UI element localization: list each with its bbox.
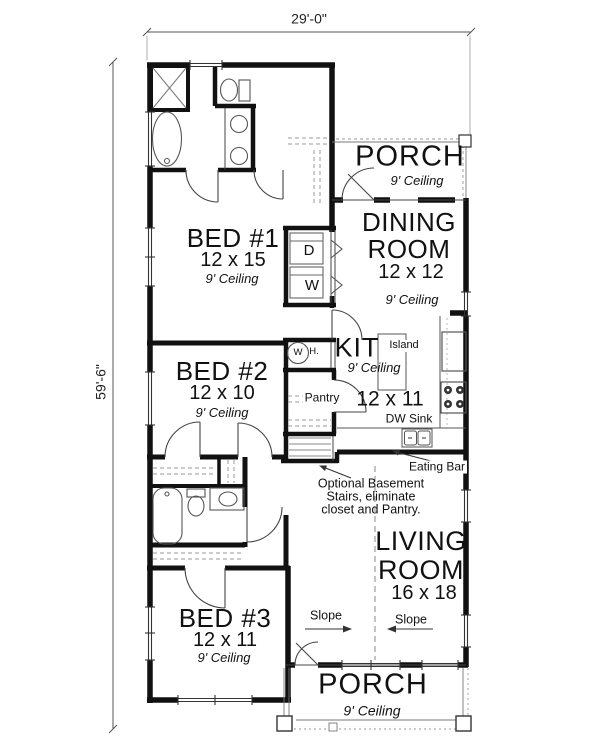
- room-label-porch-top: PORCH: [355, 140, 465, 173]
- size-label-bed3: 12 x 11: [192, 629, 258, 652]
- water-heater: [286, 341, 310, 365]
- dimension-width-label: 29'-0": [291, 10, 327, 27]
- door-swings: [164, 167, 375, 666]
- dw-sink-label: DW Sink: [383, 411, 435, 426]
- room-label-living: LIVING ROOM: [375, 526, 467, 585]
- master-bath-fixtures: [151, 67, 251, 167]
- ceiling-label-dining: 9' Ceiling: [385, 291, 439, 307]
- annotation-arrows: [305, 450, 433, 633]
- second-bath-fixtures: [152, 487, 245, 545]
- ceiling-label-kitchen: 9' Ceiling: [347, 359, 401, 375]
- ceiling-label-bed2: 9' Ceiling: [195, 404, 249, 420]
- ceiling-label-bed1: 9' Ceiling: [205, 270, 259, 286]
- size-label-kitchen: 12 x 11: [356, 387, 424, 411]
- room-label-bed1: BED #1: [186, 222, 280, 253]
- room-label-bed3: BED #3: [178, 602, 272, 633]
- ceiling-label-porch-top: 9' Ceiling: [390, 172, 444, 188]
- slope-label-left: Slope: [310, 608, 342, 623]
- size-label-living: 16 x 18: [391, 582, 457, 605]
- pantry-label: Pantry: [302, 390, 342, 405]
- room-label-porch-bottom: PORCH: [318, 668, 428, 701]
- size-label-dining: 12 x 12: [378, 261, 444, 284]
- basement-note: Optional Basement Stairs, eliminate clos…: [317, 476, 425, 517]
- slope-label-right: Slope: [395, 612, 427, 627]
- dimension-lines: [108, 27, 476, 734]
- eating-bar-label: Eating Bar: [406, 459, 468, 474]
- washer-label: W: [302, 276, 322, 295]
- water-heater-suffix-label: H.: [309, 345, 319, 357]
- laundry-appliances: [289, 232, 324, 299]
- room-label-bed2: BED #2: [175, 355, 269, 386]
- room-label-kitchen: KIT: [334, 332, 380, 363]
- kitchen-fixtures: [337, 316, 467, 448]
- room-label-dining: DINING ROOM: [362, 207, 456, 264]
- porch-details: [276, 134, 472, 732]
- ceiling-label-porch-bottom: 9' Ceiling: [343, 702, 401, 719]
- dryer-label: D: [301, 241, 317, 260]
- windows: [145, 60, 471, 705]
- size-label-bed1: 12 x 15: [200, 249, 266, 272]
- stairs: [289, 437, 331, 457]
- ceiling-label-bed3: 9' Ceiling: [197, 649, 251, 665]
- island-label: Island: [387, 339, 421, 352]
- interior-walls: [147, 64, 466, 571]
- dimension-height-label: 59'-6": [92, 364, 109, 400]
- water-heater-label: W: [293, 346, 303, 358]
- size-label-bed2: 12 x 10: [189, 382, 255, 405]
